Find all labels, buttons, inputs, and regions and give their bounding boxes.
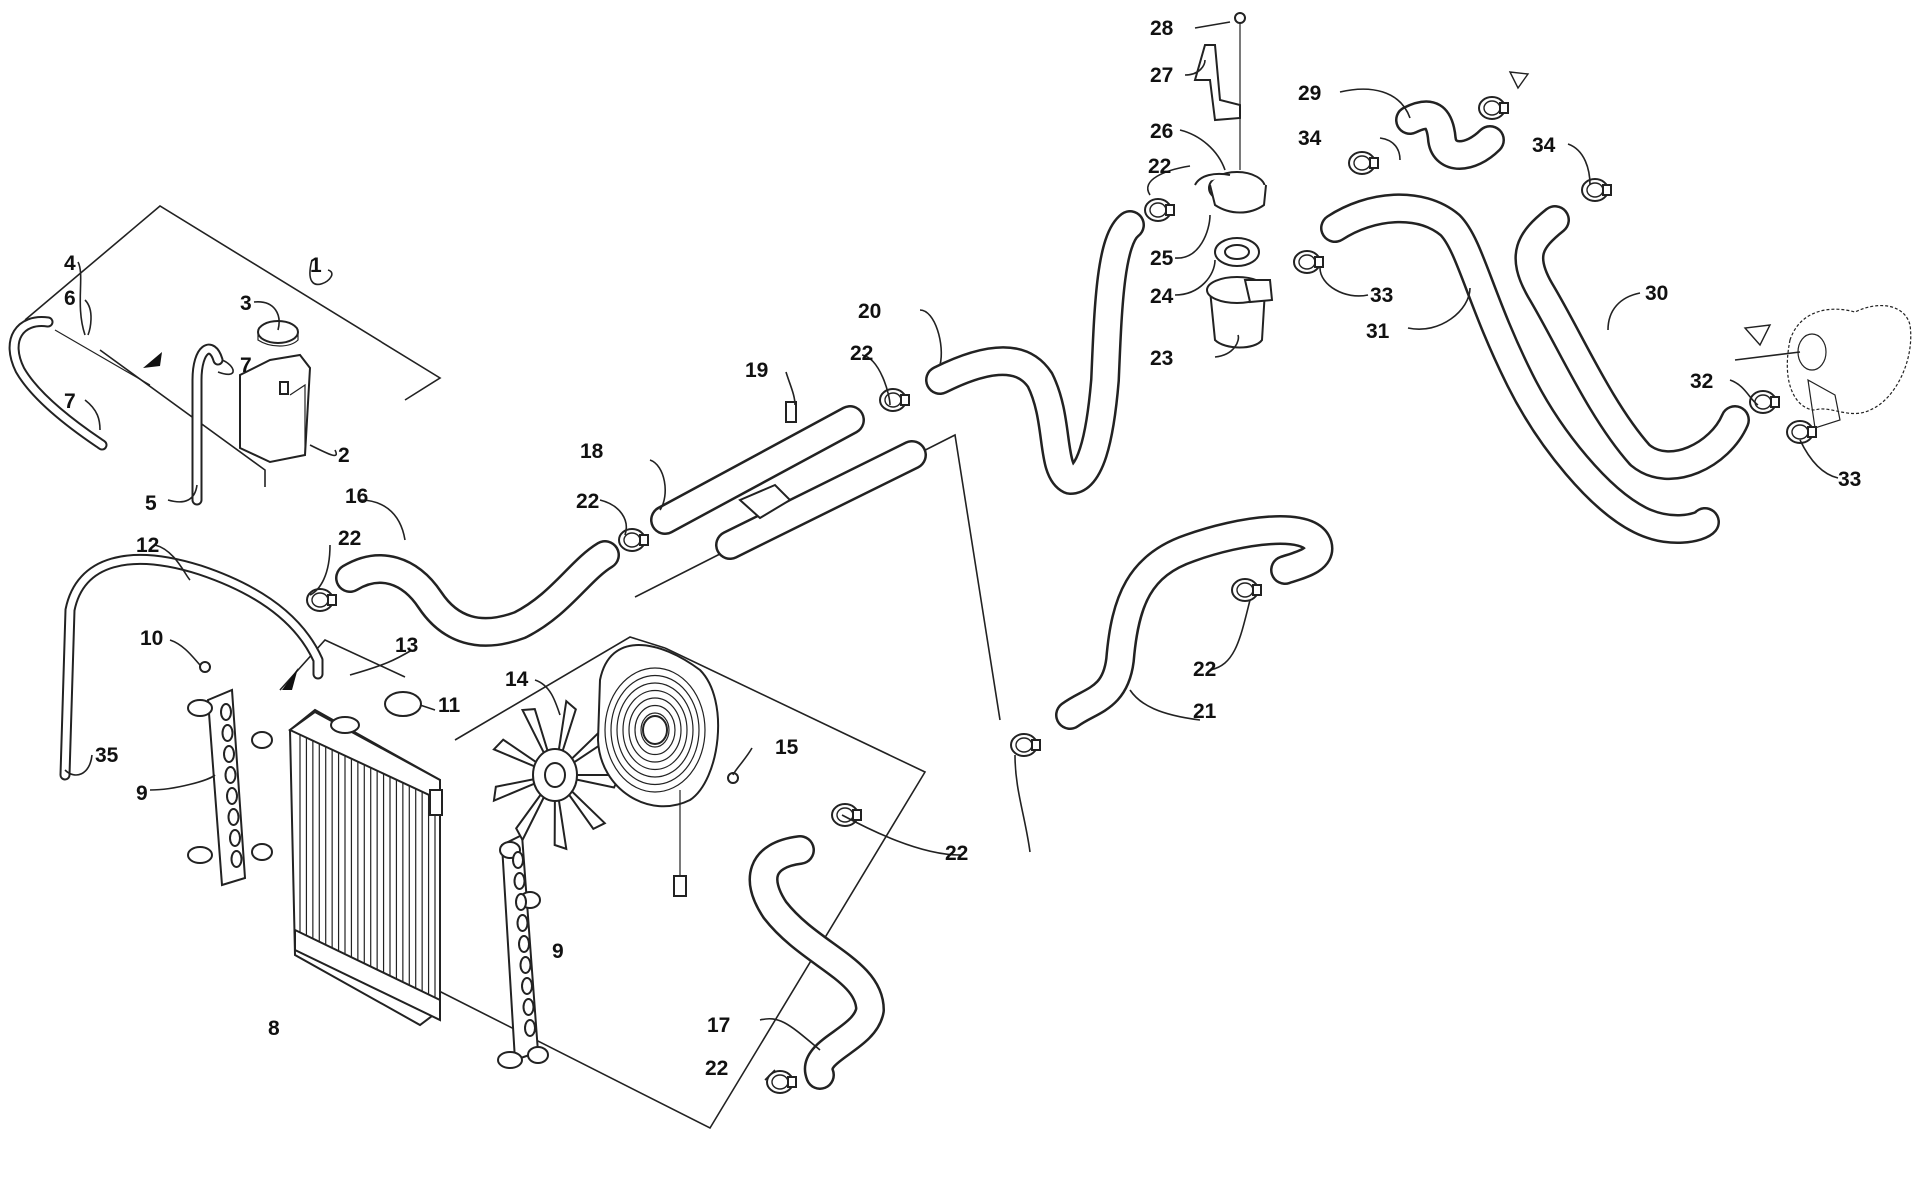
screw xyxy=(199,661,211,673)
callout-5: 5 xyxy=(145,492,157,515)
hose-clamp xyxy=(1144,198,1175,222)
callout-23: 23 xyxy=(1150,347,1173,370)
water-pump-housing xyxy=(1786,304,1912,429)
arrow-icon xyxy=(143,352,162,368)
callout-34b: 34 xyxy=(1532,134,1556,157)
hose-clamp xyxy=(618,528,649,552)
callout-8: 8 xyxy=(268,1017,280,1040)
arrow-icon xyxy=(282,668,298,690)
callout-labels: 1 2 3 4 5 6 7 7 8 9 9 10 11 12 13 14 15 … xyxy=(64,17,1861,1080)
hose-clamp xyxy=(1478,96,1509,120)
hose-clamp xyxy=(1231,578,1262,602)
callout-29: 29 xyxy=(1298,82,1321,105)
radiator xyxy=(288,708,443,1027)
callout-9a: 9 xyxy=(136,782,148,805)
hose-clamp xyxy=(1293,250,1324,274)
callout-11: 11 xyxy=(438,694,461,717)
hose-clamp xyxy=(1786,420,1817,444)
callout-4: 4 xyxy=(64,252,76,275)
hose-clamp xyxy=(766,1070,797,1094)
callout-33a: 33 xyxy=(1370,284,1393,307)
callout-7b: 7 xyxy=(64,390,76,413)
coolant-pipes xyxy=(650,401,927,560)
callout-22a: 22 xyxy=(338,527,361,550)
hose-clamp xyxy=(1010,733,1041,757)
callout-21: 21 xyxy=(1193,700,1217,723)
callout-34a: 34 xyxy=(1298,127,1322,150)
callout-26: 26 xyxy=(1150,120,1173,143)
callout-15: 15 xyxy=(775,736,799,759)
direction-arrows xyxy=(143,71,1772,690)
fan-blade xyxy=(492,699,622,851)
screw xyxy=(727,772,739,784)
callout-12: 12 xyxy=(136,534,159,557)
callout-31: 31 xyxy=(1366,320,1390,343)
hose-clamps xyxy=(306,96,1817,1094)
callout-28: 28 xyxy=(1150,17,1174,40)
radiator-bracket-left xyxy=(187,688,273,887)
hose-clamp xyxy=(306,588,337,612)
callout-32: 32 xyxy=(1690,370,1713,393)
callout-19: 19 xyxy=(745,359,768,382)
hoses xyxy=(335,100,1750,1090)
coolant-reservoir xyxy=(239,320,312,464)
callout-16: 16 xyxy=(345,485,368,508)
callout-1: 1 xyxy=(310,254,322,277)
callout-22f: 22 xyxy=(705,1057,728,1080)
hose-clamp xyxy=(879,388,910,412)
callout-18: 18 xyxy=(580,440,604,463)
radiator-bracket-right xyxy=(497,833,549,1069)
hose-clamp xyxy=(1581,178,1612,202)
callout-24: 24 xyxy=(1150,285,1174,308)
callout-22g: 22 xyxy=(1148,155,1171,178)
callout-22e: 22 xyxy=(945,842,968,865)
hose-clamp xyxy=(1348,151,1379,175)
callout-7a: 7 xyxy=(240,354,252,377)
callout-33b: 33 xyxy=(1838,468,1861,491)
callout-3: 3 xyxy=(240,292,252,315)
callout-22c: 22 xyxy=(850,342,873,365)
radiator-cap xyxy=(384,691,422,717)
fan-assembly xyxy=(596,644,720,897)
callout-2: 2 xyxy=(338,444,350,467)
callout-22d: 22 xyxy=(1193,658,1216,681)
overflow-tubes xyxy=(8,316,324,781)
callout-22b: 22 xyxy=(576,490,599,513)
leader-lines xyxy=(64,21,1839,1081)
callout-6: 6 xyxy=(64,287,76,310)
callout-9b: 9 xyxy=(552,940,564,963)
callout-35: 35 xyxy=(95,744,119,767)
callout-30: 30 xyxy=(1645,282,1668,305)
callout-25: 25 xyxy=(1150,247,1174,270)
callout-13: 13 xyxy=(395,634,418,657)
arrow-icon xyxy=(1508,71,1530,90)
thermostat-housing xyxy=(1193,12,1274,349)
callout-10: 10 xyxy=(140,627,163,650)
arrow-icon xyxy=(1743,324,1772,347)
callout-27: 27 xyxy=(1150,64,1173,87)
callout-20: 20 xyxy=(858,300,881,323)
callout-14: 14 xyxy=(505,668,529,691)
callout-17: 17 xyxy=(707,1014,730,1037)
